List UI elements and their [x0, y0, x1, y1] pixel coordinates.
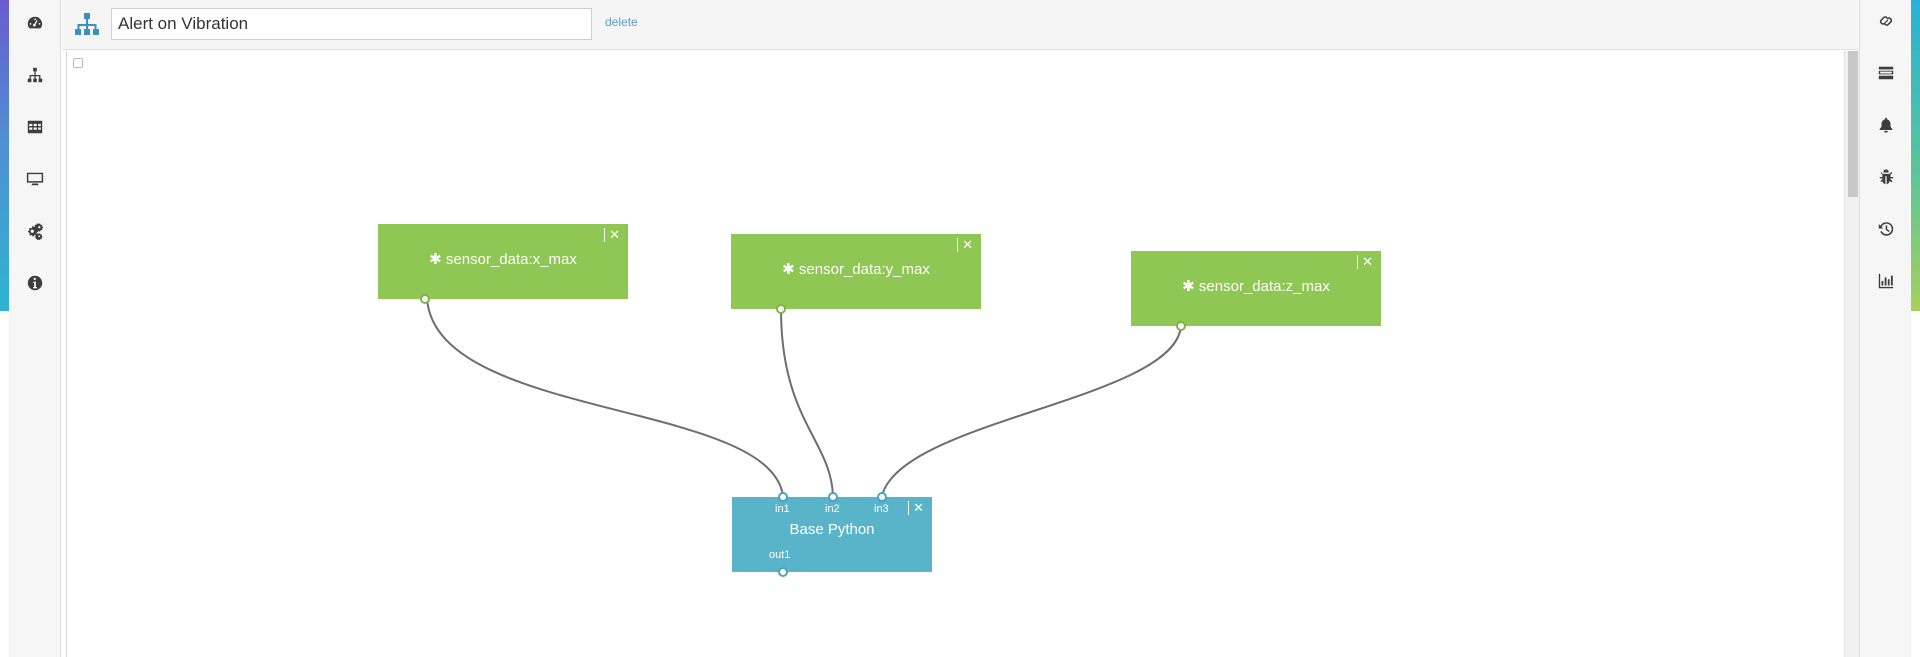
bar-chart-icon	[1877, 272, 1895, 294]
bell-icon	[1877, 116, 1895, 138]
scrollbar-thumb[interactable]	[1848, 51, 1858, 197]
canvas-scrollbar[interactable]	[1844, 51, 1859, 657]
monitor-icon	[26, 170, 44, 192]
delete-link[interactable]: delete	[605, 15, 638, 29]
port-label-out1: out1	[769, 549, 791, 561]
output-port-out1[interactable]	[778, 567, 788, 577]
flow-title-input[interactable]	[111, 8, 592, 40]
input-port-in1[interactable]	[778, 492, 788, 502]
node-close-button[interactable]: ✕	[604, 228, 620, 242]
node-label-base-python: Base Python	[789, 521, 875, 538]
sidebar-item-statistics[interactable]	[1860, 263, 1912, 303]
node-sensor-y-max[interactable]: ✱ sensor_data:y_max ✕	[731, 234, 981, 314]
flow-icon	[74, 12, 100, 36]
link-icon	[1877, 12, 1895, 34]
node-sensor-x-max[interactable]: ✱ sensor_data:x_max ✕	[378, 224, 628, 304]
asterisk-icon: ✱	[782, 261, 795, 278]
flows-icon	[26, 66, 44, 88]
sidebar-item-info[interactable]	[9, 265, 61, 305]
node-label-x-max: ✱ sensor_data:x_max	[429, 251, 577, 268]
node-label-y-max: ✱ sensor_data:y_max	[782, 261, 930, 278]
info-icon	[26, 274, 44, 296]
settings-icon	[26, 222, 44, 244]
bug-icon	[1877, 168, 1895, 190]
node-close-button[interactable]: ✕	[1357, 255, 1373, 269]
sidebar-item-list[interactable]	[1860, 55, 1912, 95]
port-label-in2: in2	[825, 503, 840, 515]
port-label-in1: in1	[775, 503, 790, 515]
asterisk-icon: ✱	[429, 251, 442, 268]
sidebar-item-flows[interactable]	[9, 57, 61, 97]
node-sensor-z-max[interactable]: ✱ sensor_data:z_max ✕	[1131, 251, 1381, 331]
node-close-button[interactable]: ✕	[957, 238, 973, 252]
canvas-select-checkbox[interactable]	[73, 58, 83, 68]
sidebar-item-debug[interactable]	[1860, 159, 1912, 199]
output-port[interactable]	[1176, 321, 1186, 331]
table-icon	[26, 118, 44, 140]
sidebar-item-history[interactable]	[1860, 211, 1912, 251]
list-icon	[1877, 64, 1895, 86]
sidebar-item-settings[interactable]	[9, 213, 61, 253]
output-port[interactable]	[420, 294, 430, 304]
left-accent-strip	[0, 0, 9, 311]
port-label-in3: in3	[874, 503, 889, 515]
asterisk-icon: ✱	[1182, 278, 1195, 295]
sidebar-item-devices[interactable]	[9, 161, 61, 201]
flow-canvas[interactable]	[66, 51, 1844, 657]
history-icon	[1877, 220, 1895, 242]
node-close-button[interactable]: ✕	[908, 501, 924, 515]
dashboard-icon	[26, 14, 44, 36]
input-port-in3[interactable]	[877, 492, 887, 502]
right-accent-strip	[1911, 0, 1920, 311]
output-port[interactable]	[776, 304, 786, 314]
node-base-python[interactable]: in1 in2 in3 Base Python ✕ out1	[732, 492, 932, 577]
input-port-in2[interactable]	[828, 492, 838, 502]
sidebar-item-connections[interactable]	[1860, 3, 1912, 43]
right-sidebar	[1859, 0, 1911, 657]
sidebar-item-alerts[interactable]	[1860, 107, 1912, 147]
flow-header: delete	[62, 0, 1858, 50]
sidebar-item-tables[interactable]	[9, 109, 61, 149]
sidebar-item-dashboard[interactable]	[9, 5, 61, 45]
node-label-z-max: ✱ sensor_data:z_max	[1182, 278, 1330, 295]
left-sidebar	[9, 0, 61, 657]
